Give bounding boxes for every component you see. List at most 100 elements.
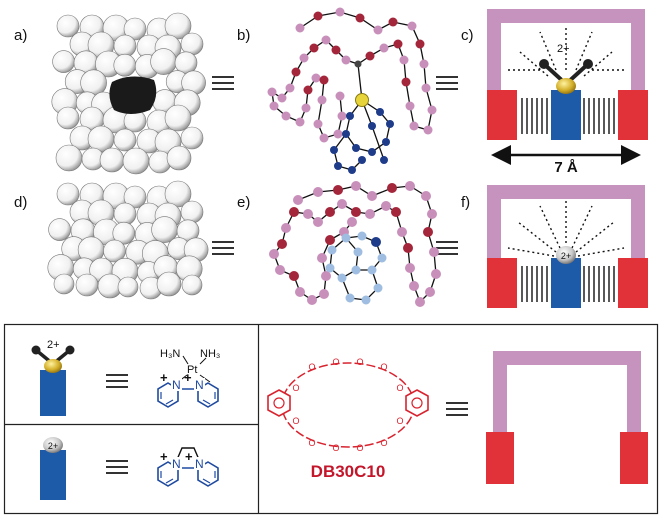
atom-sphere — [164, 180, 192, 208]
atom-sphere — [103, 239, 126, 263]
crown-ether-frame — [487, 185, 645, 258]
atom-sphere — [180, 200, 204, 224]
bipyridine-guest-block — [551, 90, 581, 140]
amine-right-label: NH₃ — [200, 348, 220, 360]
atom-sphere — [113, 53, 137, 77]
atom-sphere — [113, 128, 137, 152]
nitrogen-label-right: N — [195, 457, 204, 471]
panel-label-e: e) — [237, 194, 250, 211]
catechol-wall-right — [618, 90, 648, 140]
atom-sphere — [150, 48, 177, 75]
plus-charge-left: + — [160, 370, 168, 385]
cartoon-complex-f: 2+ — [487, 185, 648, 308]
legend-charge-bottom: 2+ — [48, 441, 58, 451]
plus-charge-right: + — [185, 449, 193, 464]
pi-stacking-lines-right — [583, 98, 615, 134]
equivalence-sign — [436, 241, 458, 255]
atom-sphere — [75, 273, 99, 297]
atom-sphere — [117, 276, 139, 298]
oxygen-atom: O — [356, 443, 363, 453]
atom-sphere — [122, 147, 150, 175]
ball-and-stick-model-e — [269, 181, 441, 307]
oxygen-atom: O — [396, 383, 403, 393]
charge-label-c: 2+ — [557, 43, 570, 55]
atom-sphere — [166, 145, 192, 171]
catechol-wall-right — [618, 258, 648, 308]
oxygen-atom: O — [308, 362, 315, 372]
cartoon-complex-c: 2+ 7 Å — [487, 9, 648, 176]
guest-cavity-highlight — [109, 76, 157, 114]
atom-sphere — [113, 202, 137, 226]
atom-sphere — [52, 50, 75, 73]
legend-pt-guest-icon: 2+ — [31, 339, 75, 416]
nitrogen-label-left: N — [172, 457, 181, 471]
equivalence-sign — [436, 76, 458, 90]
atom-sphere — [55, 144, 83, 172]
panel-label-f: f) — [461, 194, 470, 211]
oxygen-atom: O — [292, 416, 299, 426]
atom-sphere — [48, 218, 71, 241]
amine-left-label: H₃N — [160, 348, 180, 360]
atom-sphere — [180, 126, 204, 150]
hydrogen-bond-lines — [508, 26, 624, 77]
atom-sphere — [164, 104, 192, 132]
oxygen-atom: O — [396, 416, 403, 426]
oxygen-atom: O — [292, 383, 299, 393]
oxygen-atom: O — [380, 438, 387, 448]
atom-sphere — [56, 182, 80, 206]
panel-label-c: c) — [461, 27, 474, 44]
oxygen-atom: O — [356, 357, 363, 367]
equivalence-sign — [212, 76, 234, 90]
atom-sphere — [56, 14, 80, 38]
pi-stacking-lines-left — [521, 266, 553, 302]
ammine-ligand-right — [583, 59, 593, 69]
panel-label-a: a) — [14, 27, 27, 44]
pi-stacking-lines-left — [521, 98, 553, 134]
equivalence-sign — [212, 241, 234, 255]
atom-sphere — [56, 106, 80, 130]
panel-label-d: d) — [14, 194, 27, 211]
pi-stacking-lines-right — [583, 266, 615, 302]
legend-box — [3, 323, 659, 515]
equivalence-sign — [446, 402, 468, 416]
panel-label-b: b) — [237, 27, 250, 44]
atom-sphere — [181, 274, 203, 296]
crown-ether-frame — [487, 9, 645, 90]
charge-label-f: 2+ — [561, 251, 571, 261]
crown-ether-name: DB30C10 — [311, 462, 386, 481]
catechol-wall-left — [487, 258, 517, 308]
oxygen-atom: O — [380, 362, 387, 372]
db30c10-structure: O O O O O O O O O O O O DB30C10 — [267, 357, 429, 481]
atom-sphere — [99, 147, 125, 173]
oxygen-atom: O — [332, 443, 339, 453]
diquat-structure: N N + + — [157, 447, 219, 487]
bipyridine-guest-block — [551, 258, 581, 308]
oxygen-atom: O — [308, 438, 315, 448]
plus-charge-right: + — [184, 370, 192, 385]
atom-sphere — [123, 185, 147, 209]
atom-sphere — [53, 273, 75, 295]
equivalence-sign — [106, 374, 128, 388]
atom-sphere — [164, 12, 192, 40]
nitrogen-label-left: N — [172, 378, 181, 392]
legend-diquat-guest-icon: 2+ — [40, 437, 66, 500]
space-filling-model-a — [51, 12, 206, 175]
atom-sphere — [156, 271, 182, 297]
oxygen-atom: O — [332, 357, 339, 367]
crown-ether-cartoon — [486, 351, 648, 484]
ammine-ligand-left — [539, 59, 549, 69]
atom-sphere — [112, 221, 136, 245]
atom-sphere — [113, 34, 137, 58]
hydrogen-bond-lines — [507, 200, 625, 257]
atom-sphere — [123, 17, 147, 41]
pt-bipyridine-structure: H₃N NH₃ Pt N N + + — [157, 348, 220, 408]
platinum-center — [556, 78, 576, 94]
plus-charge-left: + — [160, 449, 168, 464]
space-filling-model-d — [47, 180, 209, 300]
catechol-wall-left — [487, 90, 517, 140]
platinum-label: Pt — [187, 364, 197, 376]
legend-charge-top: 2+ — [47, 339, 60, 351]
ball-and-stick-model-b — [267, 7, 437, 174]
nitrogen-label-right: N — [195, 378, 204, 392]
